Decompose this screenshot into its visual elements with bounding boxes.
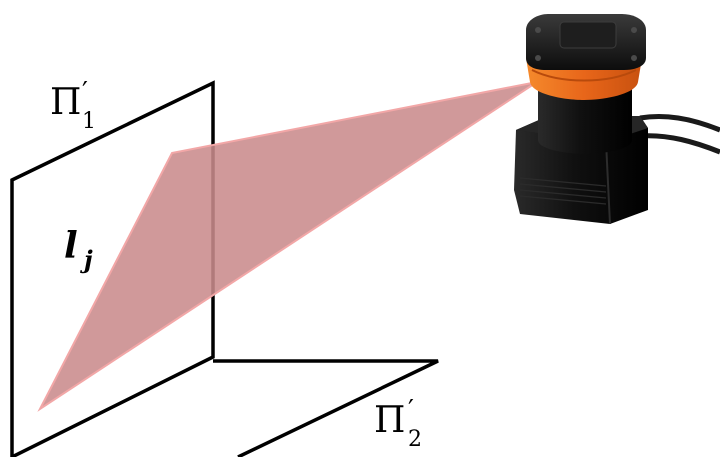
line-label: l j xyxy=(64,225,93,274)
sensor-cable-upper xyxy=(640,117,720,131)
plane-1-label: Π ′ 1 xyxy=(50,68,99,134)
laser-rangefinder-icon xyxy=(514,14,720,224)
sensor-cable-lower xyxy=(640,136,720,152)
plane-2-label: Π ′ 2 xyxy=(374,386,425,452)
